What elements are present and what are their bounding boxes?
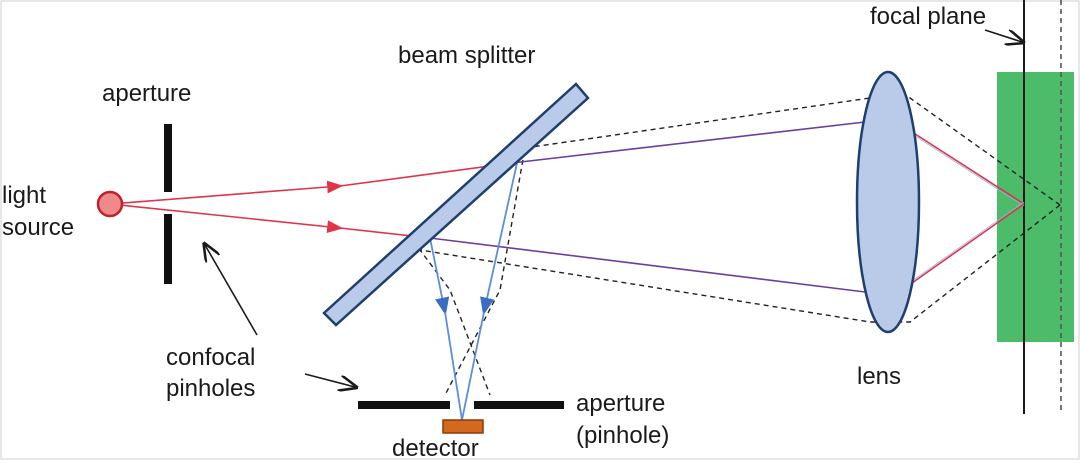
label-aperture: aperture	[102, 80, 191, 107]
focal-plane-arrow	[984, 29, 1022, 42]
source-aperture-top	[164, 124, 172, 192]
label-detector: detector	[392, 435, 479, 460]
sample-block	[997, 72, 1074, 342]
return-rays	[429, 162, 518, 421]
confocal-arrow-right	[304, 373, 355, 387]
out-of-focus-rays	[418, 97, 1061, 396]
label-confocal-line1: confocal	[166, 344, 255, 371]
source-aperture-bottom	[164, 214, 172, 284]
label-beam-splitter: beam splitter	[398, 42, 535, 69]
label-aperture-pinhole-line1: aperture	[576, 390, 665, 417]
detector-aperture-left	[358, 401, 450, 409]
detector-aperture-right	[474, 401, 564, 409]
label-confocal-line2: pinholes	[166, 375, 255, 402]
lens	[855, 70, 921, 334]
label-focal-plane: focal plane	[870, 3, 986, 30]
label-light-source-line2: source	[2, 214, 74, 241]
light-source	[96, 190, 124, 218]
detector	[442, 419, 484, 434]
label-aperture-pinhole-line2: (pinhole)	[576, 422, 669, 449]
beam-splitter	[322, 82, 590, 327]
confocal-arrow-up	[205, 245, 258, 336]
label-lens: lens	[857, 363, 901, 390]
label-light-source-line1: light	[2, 182, 46, 209]
